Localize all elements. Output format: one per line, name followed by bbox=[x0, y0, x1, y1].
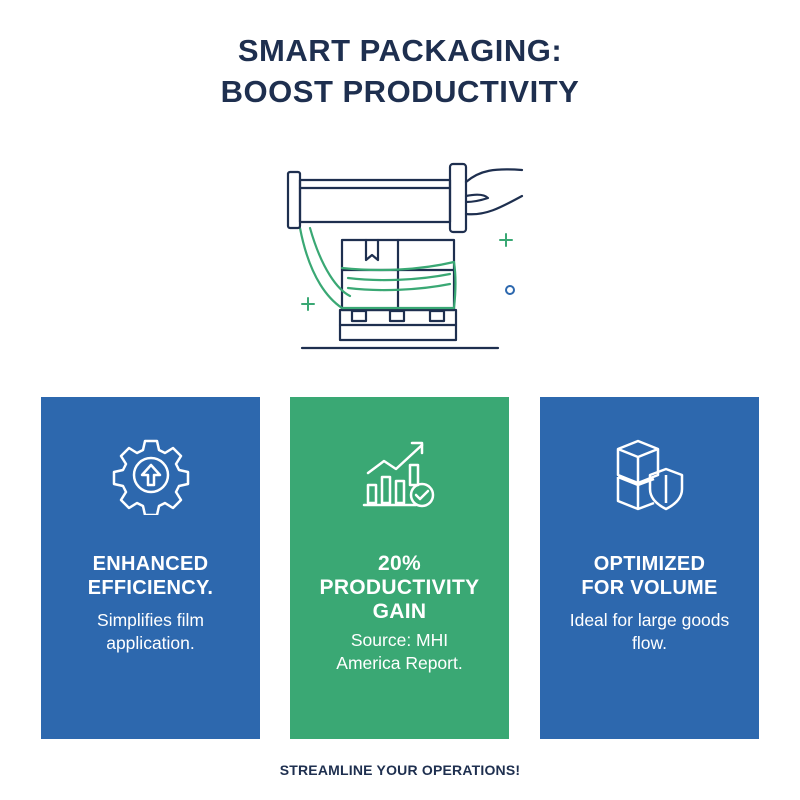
card-heading-line: ENHANCED bbox=[92, 553, 209, 575]
card-text-line: application. bbox=[106, 633, 195, 653]
card-text-line: Ideal for large goods bbox=[569, 610, 730, 630]
stretch-film bbox=[298, 226, 457, 310]
boxes-shield-icon bbox=[616, 439, 683, 511]
card-text-line: Simplifies film bbox=[97, 610, 204, 630]
sparkle-dot bbox=[505, 285, 515, 295]
card-optimized-for-volume: OPTIMIZED FOR VOLUME Ideal for large goo… bbox=[540, 397, 759, 739]
card-text-line: flow. bbox=[631, 633, 668, 653]
card-text-line: Source: MHI bbox=[350, 630, 449, 650]
card-heading-line: 20% bbox=[378, 552, 421, 575]
pallet-wrapping-illustration bbox=[286, 162, 524, 350]
growth-chart-check-icon bbox=[362, 441, 434, 508]
stacked-boxes bbox=[340, 238, 456, 312]
card-heading-line: OPTIMIZED bbox=[593, 553, 706, 575]
card-enhanced-efficiency: ENHANCED EFFICIENCY. Simplifies film app… bbox=[41, 397, 260, 739]
card-heading-line: PRODUCTIVITY bbox=[319, 576, 480, 599]
card-text-line: America Report. bbox=[336, 653, 463, 673]
pallet bbox=[300, 308, 500, 350]
card-heading-line: FOR VOLUME bbox=[581, 577, 718, 599]
title-line-1: SMART PACKAGING: bbox=[237, 33, 563, 68]
gear-arrow-up-icon bbox=[112, 439, 189, 515]
sparkles bbox=[301, 233, 513, 311]
footer-tagline: STREAMLINE YOUR OPERATIONS! bbox=[279, 762, 521, 778]
card-heading-line: EFFICIENCY. bbox=[87, 577, 214, 599]
hand bbox=[464, 168, 524, 216]
film-roll bbox=[286, 162, 468, 234]
card-productivity-gain: 20% PRODUCTIVITY GAIN Source: MHI Americ… bbox=[290, 397, 509, 739]
card-heading-line: GAIN bbox=[372, 600, 427, 623]
title-line-2: BOOST PRODUCTIVITY bbox=[220, 74, 580, 109]
page-title: SMART PACKAGING: BOOST PRODUCTIVITY bbox=[0, 30, 800, 112]
